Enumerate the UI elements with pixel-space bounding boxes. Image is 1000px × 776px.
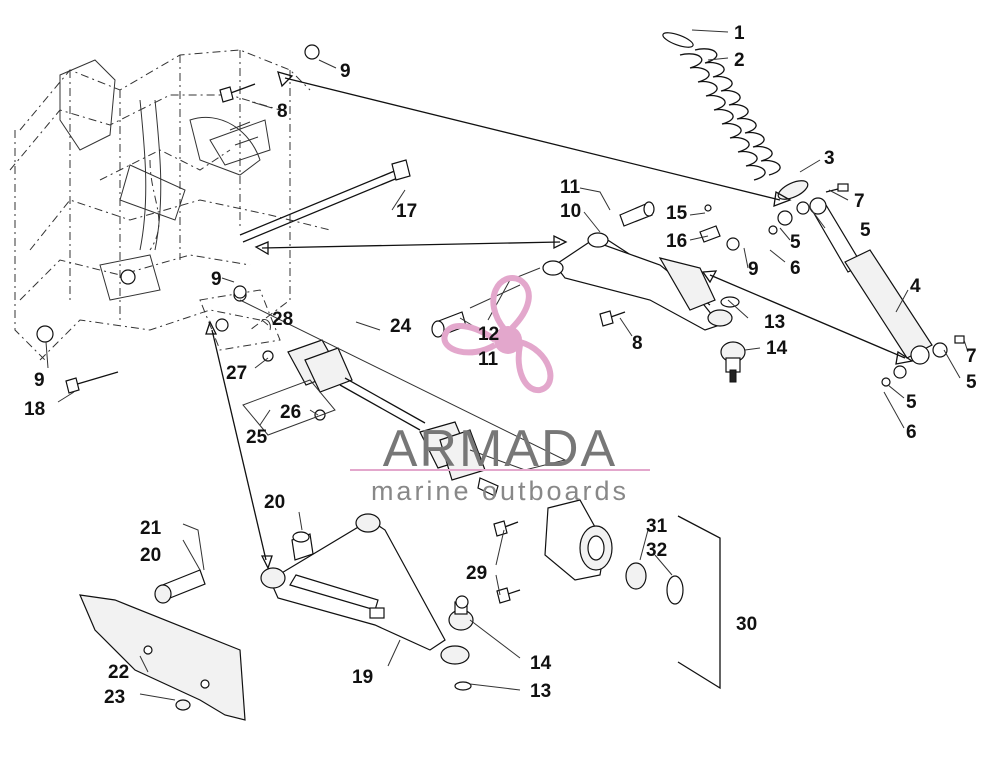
callout: 4: [910, 276, 921, 297]
callout: 5: [860, 220, 871, 241]
callout: 27: [226, 363, 247, 384]
callout: 28: [272, 309, 293, 330]
callout: 9: [340, 61, 351, 82]
propeller-logo: [441, 275, 554, 394]
brand-tagline: marine outboards: [371, 476, 629, 506]
callout: 14: [530, 653, 552, 674]
callout: 6: [790, 258, 801, 279]
callout: 5: [790, 232, 801, 253]
callout: 11: [560, 177, 581, 198]
callout: 9: [748, 259, 759, 280]
ball-joint-lower: [448, 595, 474, 691]
callout: 23: [104, 687, 125, 708]
armada-watermark: ARMADA marine outboards: [350, 275, 650, 506]
callout: 29: [466, 563, 487, 584]
callout: 19: [352, 667, 373, 688]
cv-axle: [261, 319, 499, 497]
callout: 21: [140, 518, 162, 539]
callout: 5: [906, 392, 917, 413]
callout: 7: [854, 191, 865, 212]
callout: 5: [966, 372, 977, 393]
callout: 9: [211, 269, 222, 290]
callout: 16: [666, 231, 687, 252]
callout: 14: [766, 338, 788, 359]
shock-absorber: [768, 183, 965, 387]
callout: 32: [646, 540, 667, 561]
callout: 13: [530, 681, 551, 702]
steering-knuckle: [493, 499, 684, 605]
callout: 8: [632, 333, 643, 354]
spring-collar: [662, 32, 694, 48]
callout: 22: [108, 662, 129, 683]
skid-plate: [79, 594, 246, 721]
callout: 25: [246, 427, 268, 448]
bolts: [65, 44, 626, 394]
callout: 30: [736, 614, 757, 635]
assembly-arrows: [205, 71, 914, 570]
brand-underline: [350, 469, 650, 471]
callout: 2: [734, 50, 745, 71]
callout: 15: [666, 203, 688, 224]
axle-group-outline: [239, 299, 567, 471]
callout: 13: [764, 312, 785, 333]
callout: 24: [390, 316, 412, 337]
boot-kit-outline: [242, 379, 336, 436]
callout: 20: [140, 545, 161, 566]
brand-name: ARMADA: [383, 420, 617, 478]
ball-joint-upper: [720, 341, 746, 383]
callout-labels: 1 2 3 4 5 5 5 5 6 6 7 7 8 8 9 9 9 9 10 1…: [24, 23, 977, 708]
callout: 10: [560, 201, 581, 222]
callout: 31: [646, 516, 668, 537]
callout: 8: [277, 101, 288, 122]
callout: 9: [34, 370, 45, 391]
callout: 17: [396, 201, 417, 222]
coil-spring: [662, 32, 809, 200]
callout: 20: [264, 492, 285, 513]
leader-lines: [45, 29, 969, 701]
callout: 1: [734, 23, 745, 44]
callout: 12: [478, 324, 499, 345]
callout: 6: [906, 422, 917, 443]
callout: 3: [824, 148, 835, 169]
spring-retainer: [777, 180, 809, 200]
callout: 11: [478, 349, 499, 370]
group-bracket: [677, 515, 721, 690]
vehicle-frame: [9, 49, 331, 361]
lower-a-arm: [154, 513, 470, 665]
upper-a-arm: [431, 201, 740, 338]
callout: 18: [24, 399, 45, 420]
callout: 7: [966, 346, 977, 367]
callout: 26: [280, 402, 301, 423]
